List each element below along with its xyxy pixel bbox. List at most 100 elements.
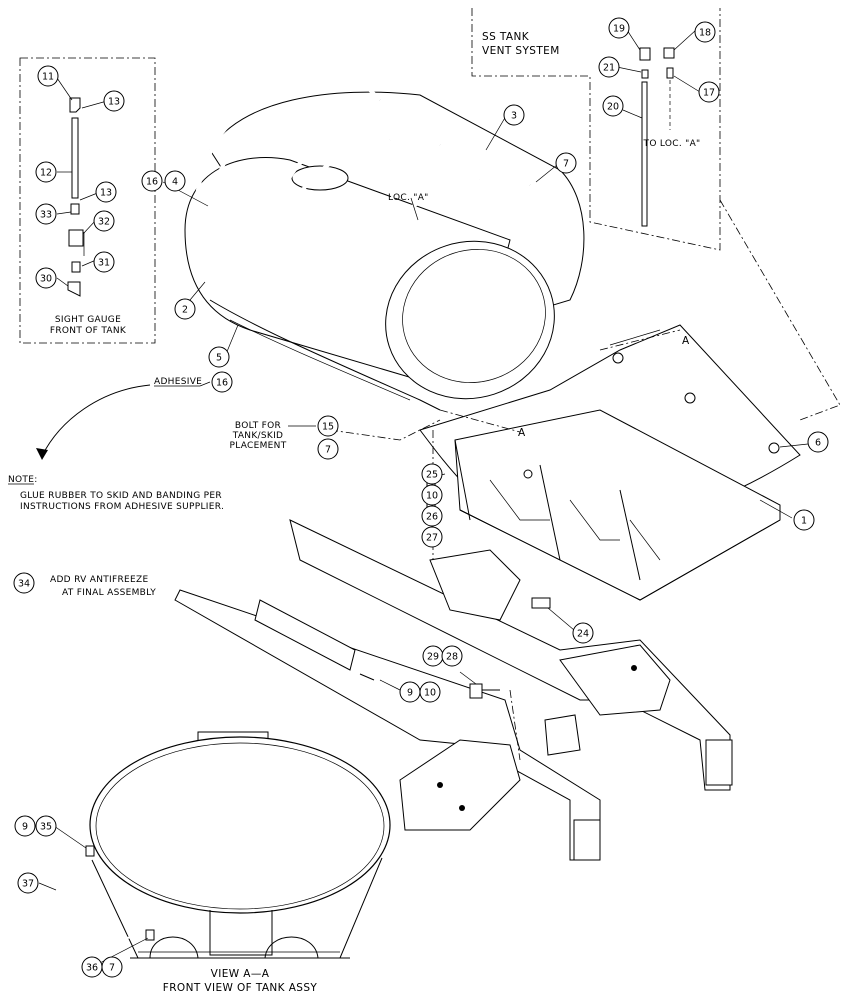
balloon-37: 37 <box>17 872 39 894</box>
balloon-3: 3 <box>503 104 525 126</box>
balloon-circle <box>441 645 463 667</box>
balloon-11: 11 <box>37 65 59 87</box>
section-lines <box>329 199 841 441</box>
balloon-number: 6 <box>815 438 821 449</box>
balloon-number: 17 <box>703 88 715 99</box>
note-line-1: GLUE RUBBER TO SKID AND BANDING PER <box>20 491 222 501</box>
balloon-number: 16 <box>216 378 228 389</box>
balloon-number: 12 <box>40 168 52 179</box>
chassis-leaders <box>379 443 809 692</box>
adhesive-label: ADHESIVE <box>154 377 202 387</box>
balloon-5: 5 <box>208 346 230 368</box>
balloon-34: 34 <box>13 572 35 594</box>
balloon-10: 10 <box>419 681 441 703</box>
balloon-number: 34 <box>18 579 30 590</box>
balloon-number: 33 <box>40 210 52 221</box>
view-title-line-1: VIEW A—A <box>211 968 270 980</box>
balloon-circle <box>208 346 230 368</box>
balloon-17: 17 <box>698 81 720 103</box>
balloon-circle <box>807 431 829 453</box>
tank-bands <box>193 76 532 301</box>
adhesive-arrow <box>36 384 151 460</box>
balloon-number: 9 <box>22 822 28 833</box>
balloon-circle <box>13 572 35 594</box>
tank-body <box>184 91 585 411</box>
balloon-number: 11 <box>42 72 54 83</box>
balloon-circle <box>572 622 594 644</box>
balloon-circle <box>35 161 57 183</box>
balloon-number: 25 <box>426 470 438 481</box>
chassis-frame <box>174 519 733 861</box>
balloon-circle <box>421 526 443 548</box>
balloon-6: 6 <box>807 431 829 453</box>
skid-frame <box>454 409 781 601</box>
sight-gauge-inset <box>19 57 156 344</box>
balloon-circle <box>95 181 117 203</box>
balloon-13: 13 <box>95 181 117 203</box>
to-loc-a-label: TO LOC. "A" <box>643 139 701 149</box>
antifreeze-line-1: ADD RV ANTIFREEZE <box>50 575 148 585</box>
balloon-circle <box>211 371 233 393</box>
balloon-circle <box>608 17 630 39</box>
balloon-30: 30 <box>35 267 57 289</box>
section-marker-a-top: A <box>682 335 690 347</box>
text-labels: SIGHT GAUGE FRONT OF TANK SS TANK VENT S… <box>8 31 700 994</box>
balloon-1: 1 <box>793 509 815 531</box>
balloon-12: 12 <box>35 161 57 183</box>
sight-gauge-label-1: SIGHT GAUGE <box>55 315 121 325</box>
balloon-number: 30 <box>40 274 52 285</box>
view-title-line-2: FRONT VIEW OF TANK ASSY <box>163 982 318 994</box>
view-a-a <box>38 731 391 967</box>
balloon-number: 24 <box>577 629 589 640</box>
balloon-13: 13 <box>103 90 125 112</box>
balloon-circle <box>103 90 125 112</box>
balloon-number: 10 <box>426 491 438 502</box>
balloon-circle <box>35 267 57 289</box>
balloon-circle <box>37 65 59 87</box>
balloon-circle <box>419 681 441 703</box>
balloon-number: 2 <box>182 305 188 316</box>
balloon-26: 26 <box>421 505 443 527</box>
balloon-9: 9 <box>14 815 36 837</box>
balloon-number: 16 <box>146 177 158 188</box>
balloon-16: 16 <box>211 371 233 393</box>
note-line-2: INSTRUCTIONS FROM ADHESIVE SUPPLIER. <box>20 502 224 512</box>
balloon-25: 25 <box>421 463 443 485</box>
balloon-number: 29 <box>427 652 439 663</box>
loc-a-label: LOC. "A" <box>388 193 429 203</box>
balloon-circle <box>421 463 443 485</box>
balloon-number: 3 <box>511 111 517 122</box>
balloon-circle <box>694 21 716 43</box>
balloon-number: 5 <box>216 353 222 364</box>
balloon-20: 20 <box>602 95 624 117</box>
balloon-7: 7 <box>317 438 339 460</box>
balloon-circle <box>174 298 196 320</box>
balloon-circle <box>555 152 577 174</box>
balloon-36: 36 <box>81 956 103 978</box>
balloon-number: 21 <box>603 63 615 74</box>
balloon-number: 13 <box>100 188 112 199</box>
balloon-number: 7 <box>325 445 331 456</box>
balloon-19: 19 <box>608 17 630 39</box>
balloon-circle <box>698 81 720 103</box>
balloon-number: 27 <box>426 533 438 544</box>
balloon-7: 7 <box>101 956 123 978</box>
balloon-number: 7 <box>563 159 569 170</box>
section-marker-a-bottom: A <box>518 427 526 439</box>
balloon-number: 1 <box>801 516 807 527</box>
balloon-29: 29 <box>422 645 444 667</box>
balloon-circle <box>101 956 123 978</box>
balloon-number: 13 <box>108 97 120 108</box>
vent-system-inset <box>471 8 721 251</box>
balloon-circle <box>164 170 186 192</box>
sight-gauge-label-2: FRONT OF TANK <box>50 326 127 336</box>
balloon-number: 7 <box>109 963 115 974</box>
balloon-circle <box>35 815 57 837</box>
balloon-10: 10 <box>421 484 443 506</box>
balloon-31: 31 <box>93 251 115 273</box>
balloon-number: 20 <box>607 102 619 113</box>
balloon-circle <box>421 484 443 506</box>
balloon-33: 33 <box>35 203 57 225</box>
balloon-circle <box>93 210 115 232</box>
